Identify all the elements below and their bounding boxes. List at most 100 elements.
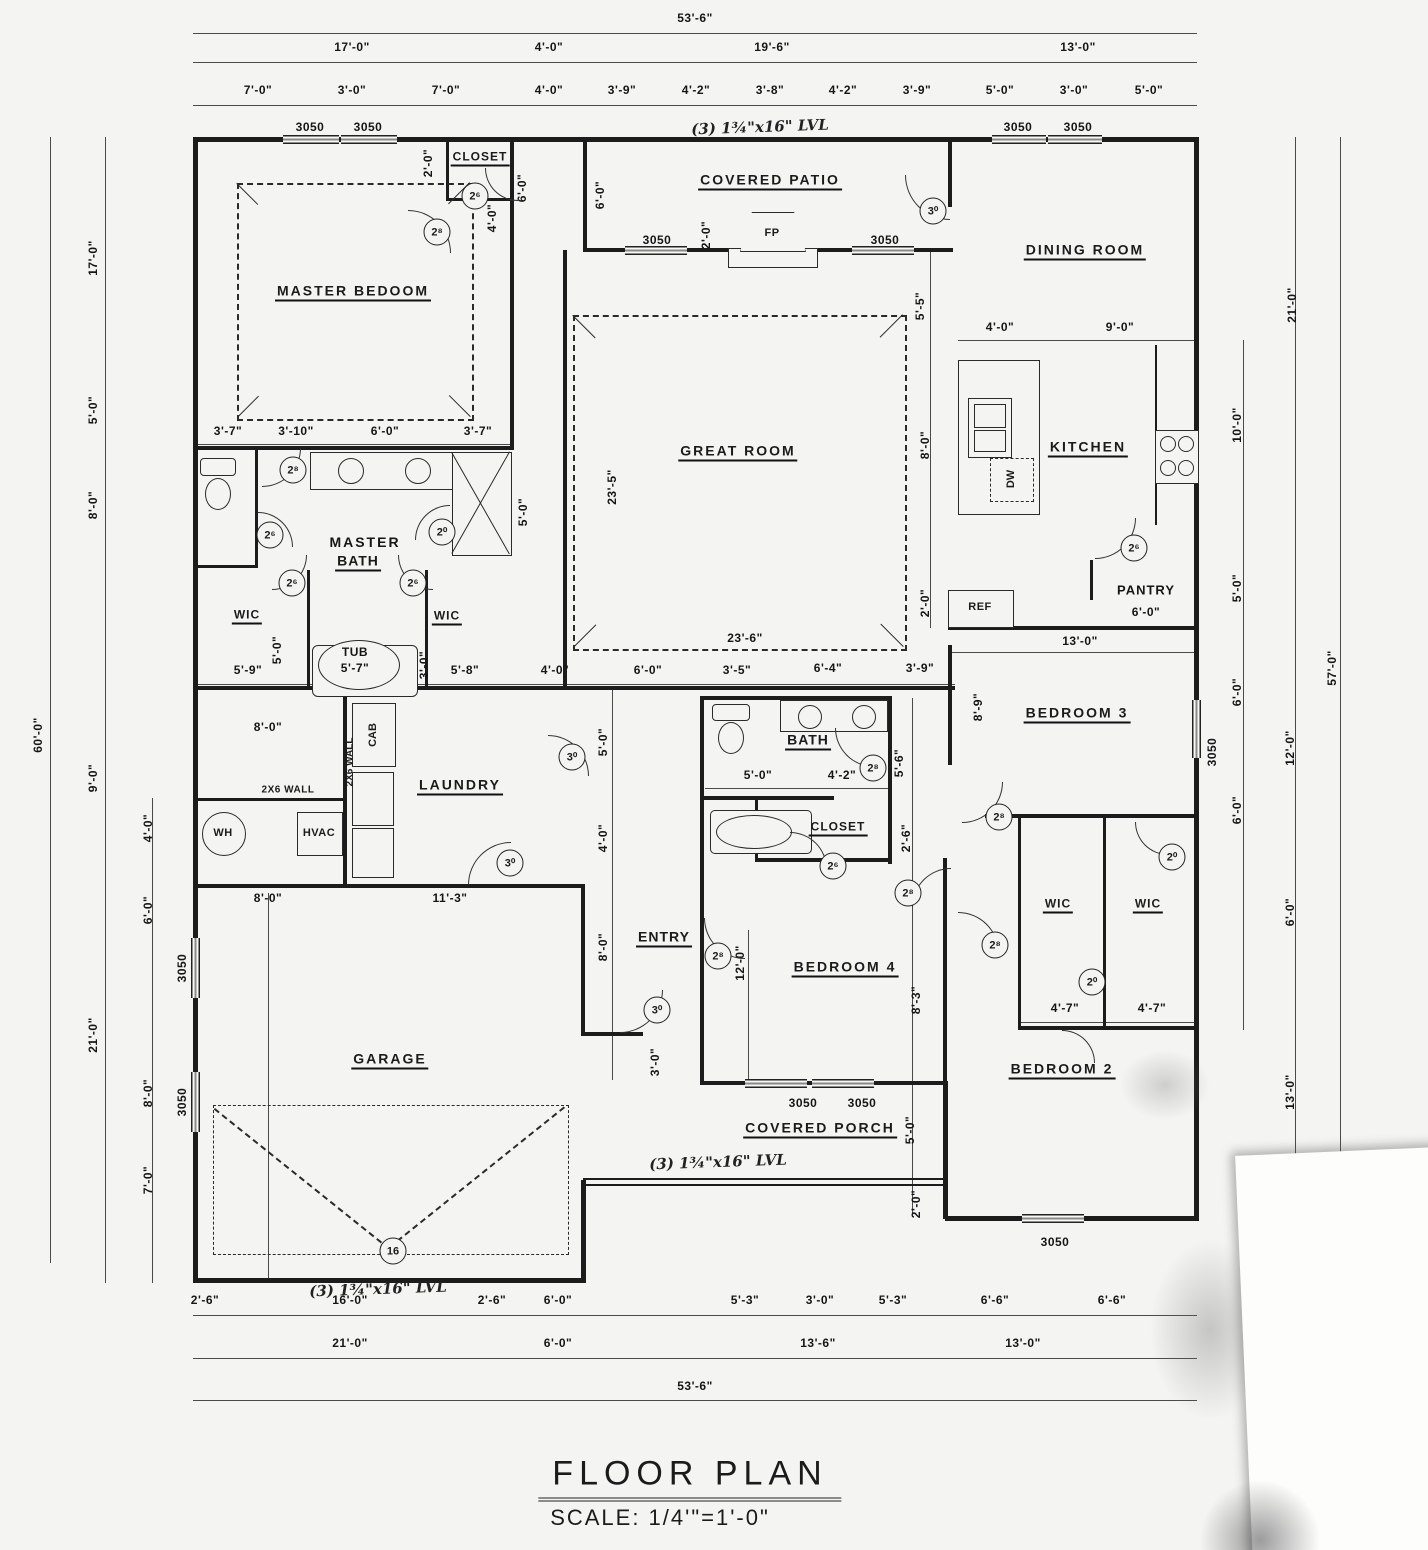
wall-toilet-room: [193, 565, 257, 568]
room-label-entry: ENTRY: [636, 929, 692, 948]
room-label-garage: GARAGE: [351, 1051, 429, 1070]
dim-line: [912, 698, 913, 1216]
tub-label: TUB: [341, 645, 369, 659]
wall-bed4-west: [700, 930, 704, 1085]
room-label-wic: WIC: [1042, 897, 1074, 914]
wall-wic3-west: [1018, 816, 1021, 1028]
lvl-note: (3) 1¾"x16" LVL: [648, 1150, 788, 1174]
tray-ceiling-great: [573, 315, 907, 651]
door-tag: 16: [379, 1237, 407, 1265]
dim-line: [193, 1315, 1197, 1316]
door-tag: 3⁰: [643, 996, 671, 1024]
dim: 2'-6": [899, 823, 913, 853]
dim: 2'-0": [918, 588, 932, 618]
room-label-wic: WIC: [1132, 897, 1164, 914]
dim: 3'-0": [805, 1293, 835, 1307]
dim: 17'-0": [86, 240, 100, 276]
tray-ceiling-master: [237, 183, 474, 421]
lvl-note: (3) 1¾"x16" LVL: [308, 1277, 448, 1301]
window-label: 3050: [353, 120, 383, 134]
wall-wic3-south: [1018, 1026, 1198, 1030]
dim: 4'-0": [534, 83, 564, 97]
door-tag: 2⁶: [399, 569, 427, 597]
room-label-covered-patio: COVERED PATIO: [698, 172, 842, 191]
sink: [405, 458, 431, 484]
room-label-master-bath: MASTER: [329, 534, 401, 550]
dim: 4'-0": [596, 823, 610, 853]
dim: 8'-0": [596, 932, 610, 962]
dim: 6'-0": [370, 424, 400, 438]
room-label-bedroom2: BEDROOM 2: [1008, 1061, 1116, 1080]
sink: [852, 705, 876, 729]
window: [812, 1079, 874, 1088]
dim: 53'-6": [677, 11, 713, 25]
dim: 3'-7": [463, 424, 493, 438]
window: [1048, 135, 1102, 144]
room-label-covered-porch: COVERED PORCH: [743, 1120, 897, 1139]
door-tag: 2⁸: [894, 879, 922, 907]
dim: 53'-6": [677, 1379, 713, 1393]
wall-bath-south: [704, 796, 834, 800]
tub-basin: [716, 815, 792, 849]
wall-hall-east: [948, 645, 952, 765]
room-label-closet-bed4: CLOSET: [808, 820, 868, 837]
dim: 5'-0": [1134, 83, 1164, 97]
door-tag: 2⁶: [1120, 534, 1148, 562]
dim: 6'-4": [813, 661, 843, 675]
window: [625, 246, 687, 255]
kitchen-sink-bowl: [974, 404, 1006, 428]
dim: 5'-0": [903, 1115, 917, 1145]
dim: 5'-0": [86, 395, 100, 425]
2x6-wall-label: 2X6 WALL: [344, 737, 356, 787]
dim: 21'-0": [86, 1017, 100, 1053]
dim: 2'-0": [421, 148, 435, 178]
room-label-wic: WIC: [431, 609, 463, 626]
dim-line: [193, 62, 1197, 63]
dim: 5'-0": [270, 635, 284, 665]
hvac-label: HVAC: [302, 827, 336, 839]
dim: 4'-0": [540, 663, 570, 677]
dim: 8'-0": [141, 1078, 155, 1108]
dishwasher-label: DW: [1005, 469, 1017, 489]
washer: [352, 772, 394, 826]
dim: 5'-5": [913, 291, 927, 321]
dim: 6'-0": [1230, 795, 1244, 825]
dim: 11'-3": [432, 891, 468, 905]
room-label-bedroom4: BEDROOM 4: [791, 959, 899, 978]
dim: 4'-0": [534, 40, 564, 54]
dim: 3'-9": [607, 83, 637, 97]
dim: 5'-6": [892, 748, 906, 778]
dim-line: [950, 652, 1197, 653]
burner: [1160, 460, 1176, 476]
dim: 13'-0": [1062, 634, 1098, 648]
room-label-master-bedroom: MASTER BEDOOM: [275, 283, 431, 302]
door-tag: 2⁸: [704, 942, 732, 970]
dim: 4'-2": [827, 768, 857, 782]
water-heater: [202, 812, 246, 856]
dim: 4'-2": [828, 83, 858, 97]
dim: 6'-0": [1230, 677, 1244, 707]
room-label-dining: DINING ROOM: [1023, 242, 1147, 261]
dim: 13'-0": [1283, 1074, 1297, 1110]
dim-line: [193, 1358, 1197, 1359]
window-label: 3050: [175, 1087, 189, 1117]
window-label: 3050: [847, 1096, 877, 1110]
hvac-unit: [297, 812, 343, 856]
dim-line: [193, 1400, 1197, 1401]
lvl-note: (3) 1¾"x16" LVL: [690, 115, 830, 139]
room-label-master-bath: BATH: [335, 553, 381, 572]
dim: 6'-6": [980, 1293, 1010, 1307]
dim: 23'-6": [727, 631, 763, 645]
dim-line: [193, 105, 1197, 106]
wall-porch-beam: [583, 1184, 945, 1186]
door-tag: 2⁸: [423, 218, 451, 246]
wall-garage-right: [581, 1180, 586, 1283]
door-tag: 2⁰: [1078, 968, 1106, 996]
wall-exterior-right: [1194, 137, 1199, 1221]
door-tag: 2⁰: [1158, 843, 1186, 871]
window: [191, 1072, 200, 1132]
door-tag: 2⁶: [278, 569, 306, 597]
room-label-kitchen: KITCHEN: [1047, 439, 1129, 458]
door-tag: 2⁶: [256, 521, 284, 549]
